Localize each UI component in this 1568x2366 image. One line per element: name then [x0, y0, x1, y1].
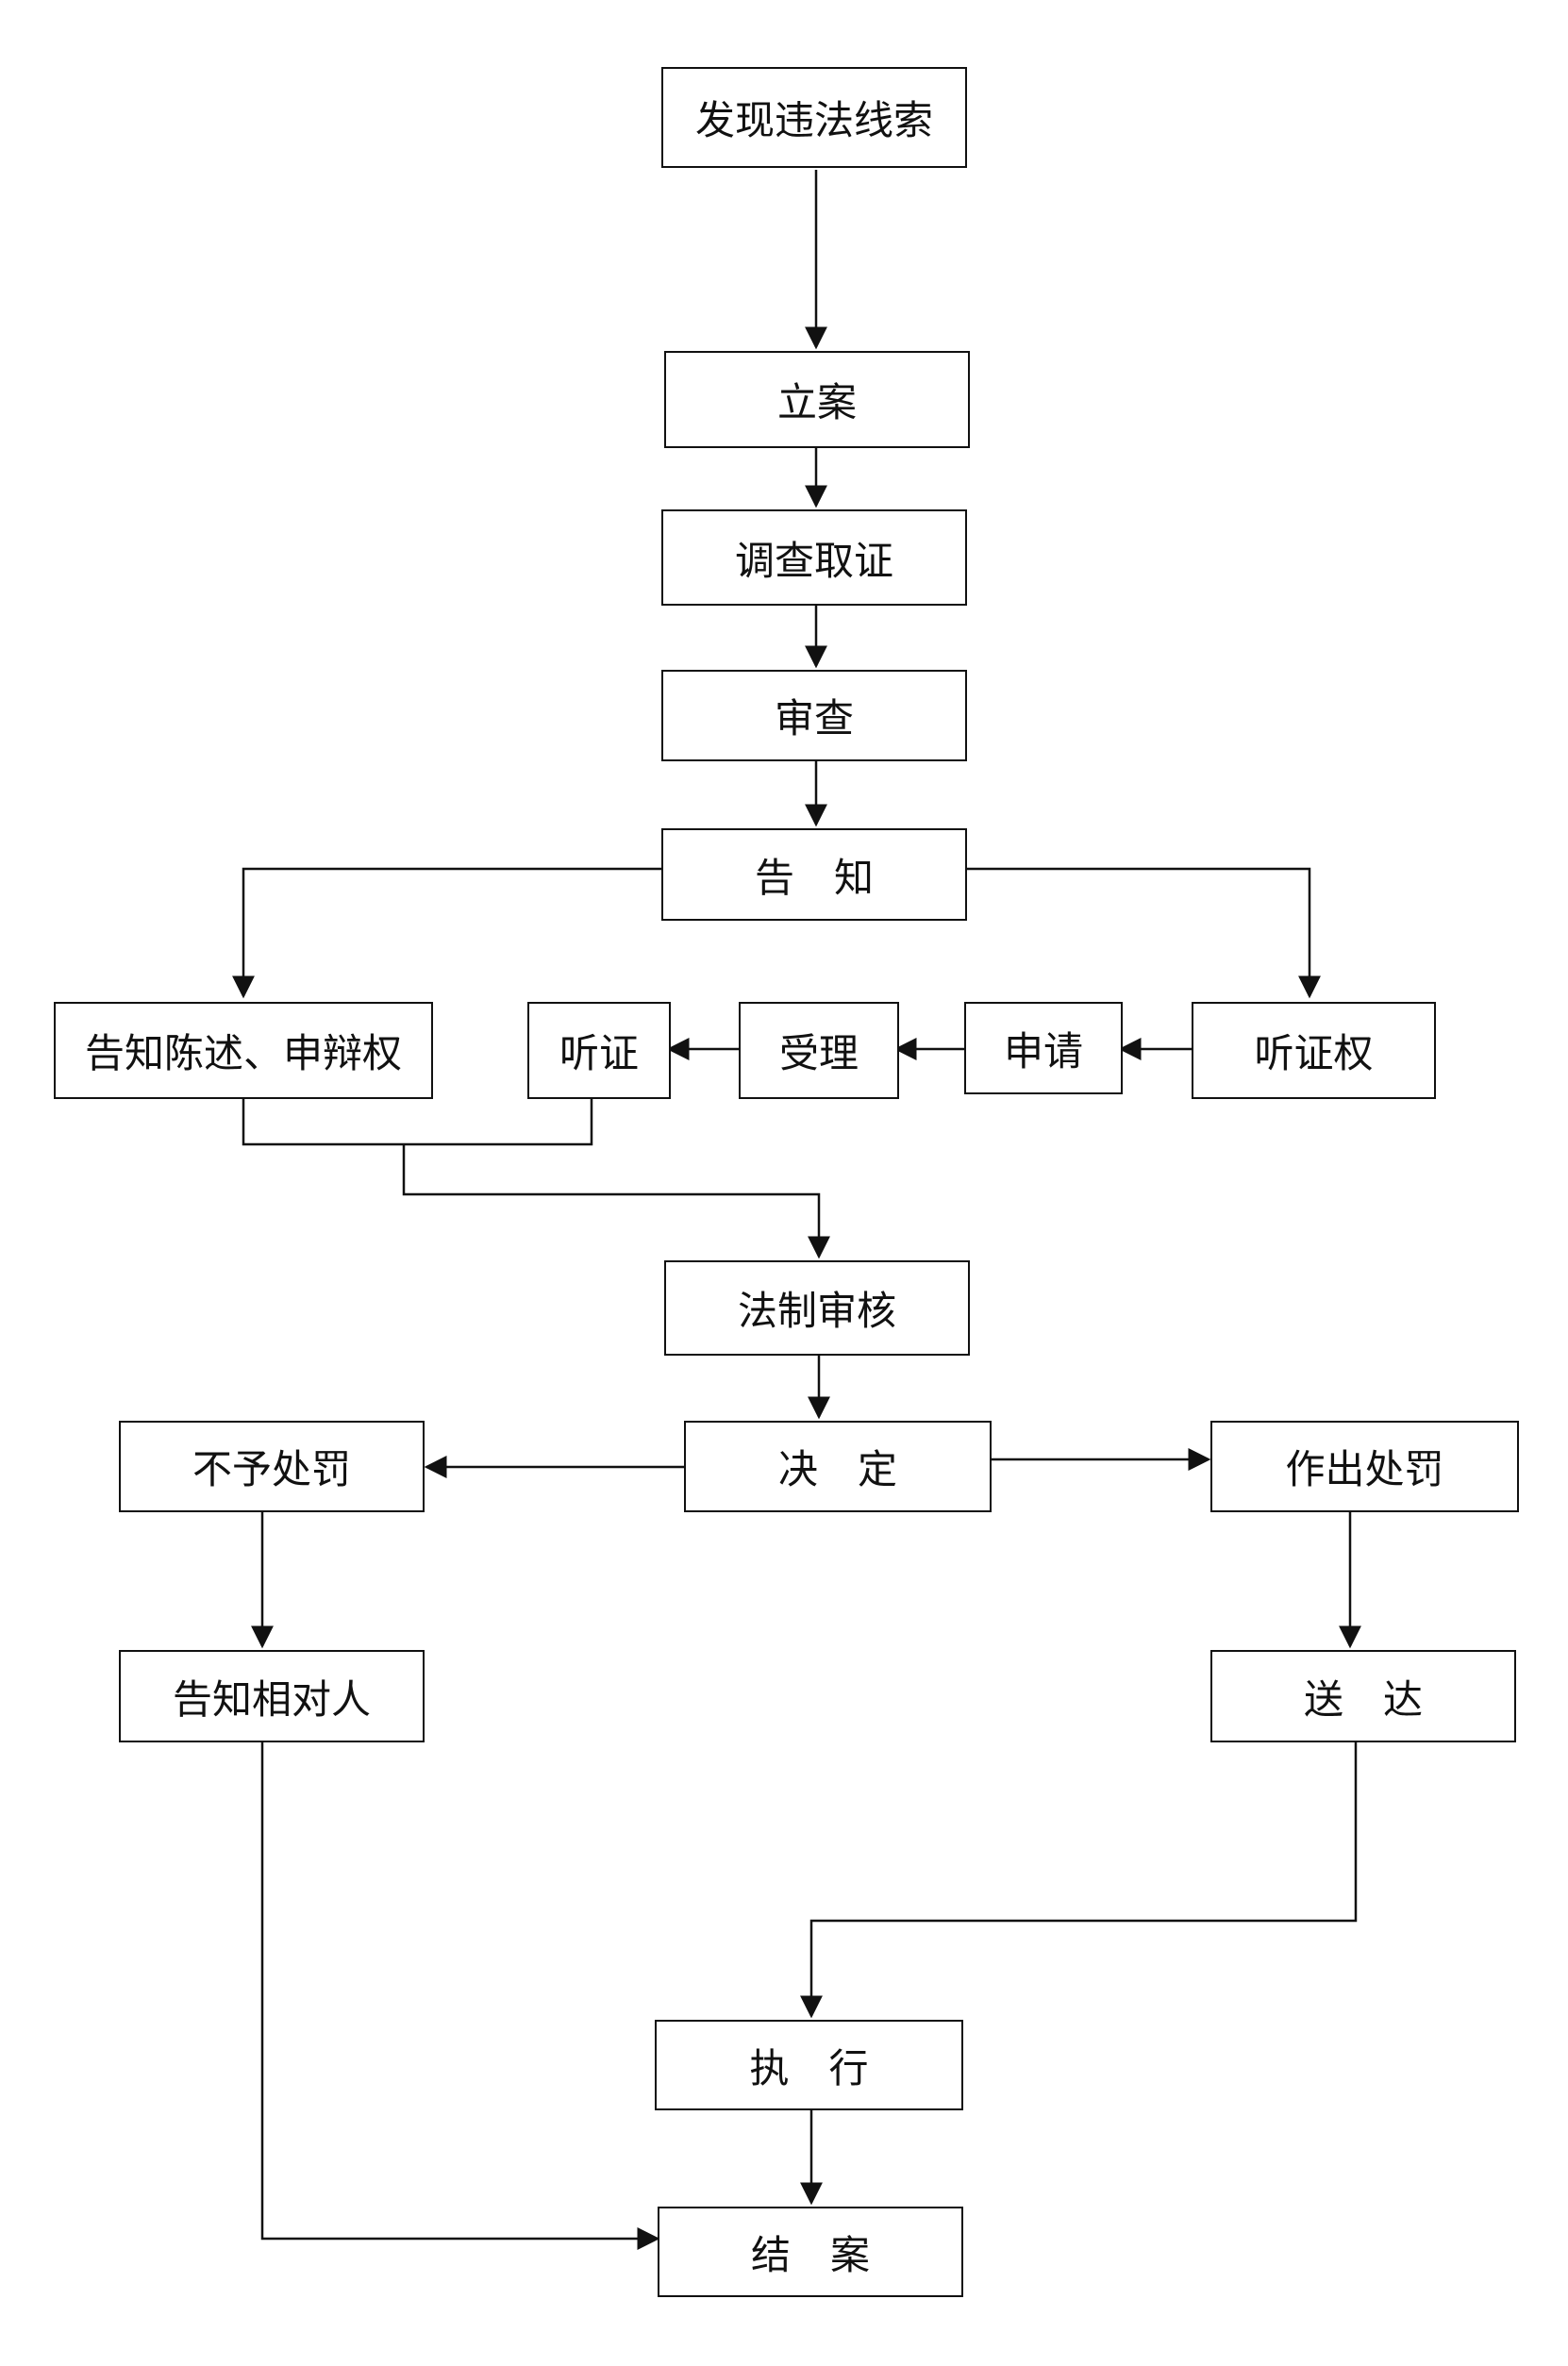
edge-notify-to-hearing-right [964, 867, 1321, 999]
node-notify-party: 告知相对人 [119, 1650, 425, 1742]
node-no-penalty: 不予处罚 [119, 1421, 425, 1512]
node-apply: 申请 [964, 1002, 1123, 1094]
node-hearing-right: 听证权 [1192, 1002, 1436, 1099]
node-investigate: 调查取证 [661, 509, 967, 606]
edge-notify-to-notify-rights [232, 867, 661, 999]
node-decide: 决 定 [684, 1421, 992, 1512]
node-close-case: 结 案 [658, 2207, 963, 2297]
node-notify-statement-defense-rights: 告知陈述、申辩权 [54, 1002, 433, 1099]
node-notify: 告 知 [661, 828, 967, 921]
edge-merge-to-legal-review [402, 1144, 830, 1259]
edge-notify-party-to-close-case [260, 1741, 660, 2250]
edge-merge-bracket [242, 1098, 593, 1146]
node-hearing: 听证 [527, 1002, 671, 1099]
node-file-case: 立案 [664, 351, 970, 448]
node-deliver: 送 达 [1210, 1650, 1516, 1742]
node-legal-review: 法制审核 [664, 1260, 970, 1356]
node-accept: 受理 [739, 1002, 899, 1099]
node-review: 审查 [661, 670, 967, 761]
edge-deliver-to-execute [800, 1741, 1358, 2019]
node-make-penalty: 作出处罚 [1210, 1421, 1519, 1512]
node-discover-violation: 发现违法线索 [661, 67, 967, 168]
node-execute: 执 行 [655, 2020, 963, 2110]
